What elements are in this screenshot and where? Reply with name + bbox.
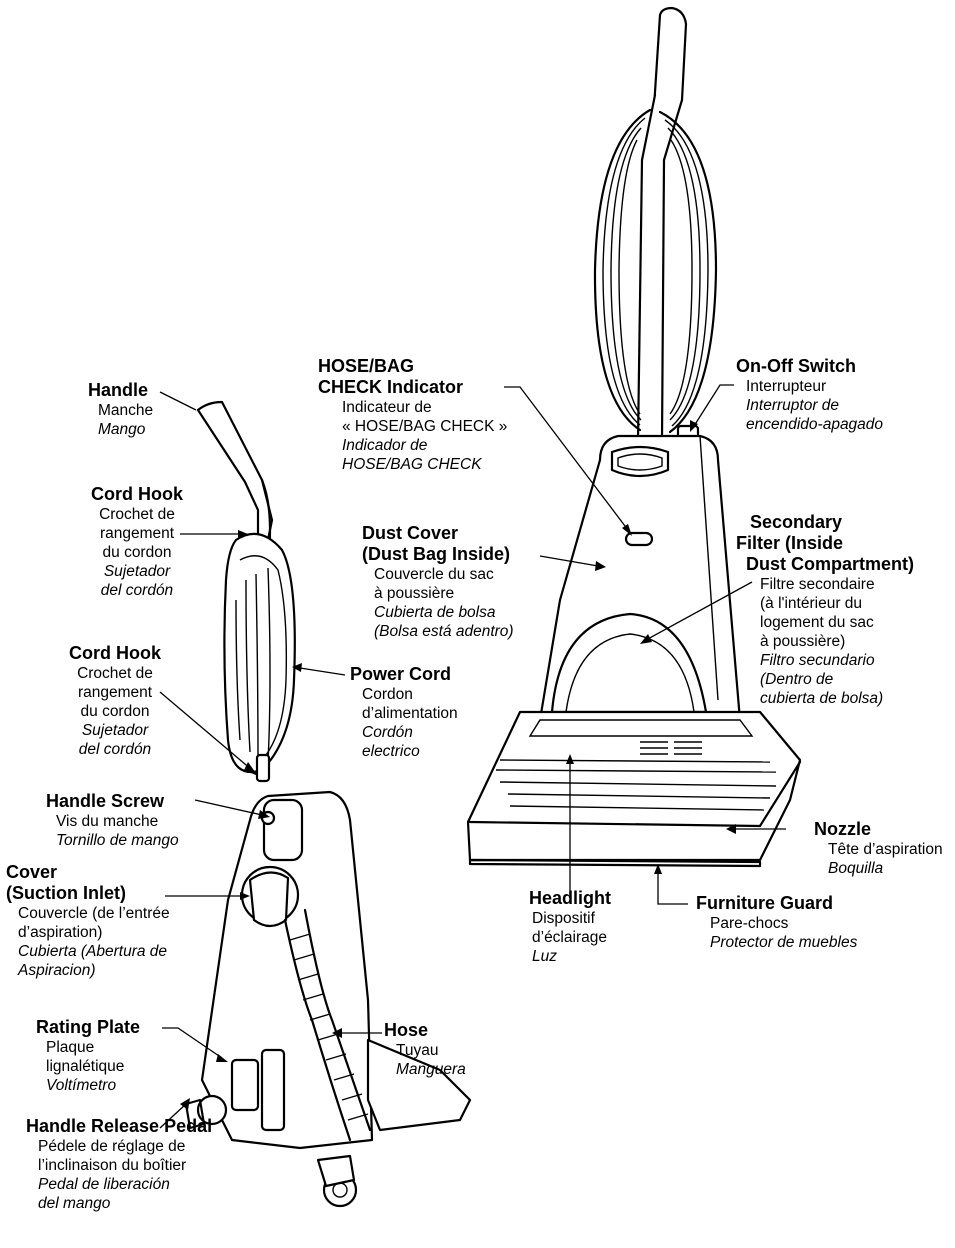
label-spanish: Sujetador [50, 721, 180, 740]
label-spanish: Boquilla [790, 859, 943, 878]
label-title: Nozzle [790, 819, 943, 840]
label-french: d’alimentation [350, 704, 458, 723]
label-title: Cover [6, 862, 170, 883]
label-title: Power Cord [350, 664, 458, 685]
label-french: « HOSE/BAG CHECK » [318, 417, 507, 436]
label-furniture-guard: Furniture Guard Pare-chocs Protector de … [696, 893, 857, 952]
label-title: CHECK Indicator [318, 377, 507, 398]
label-spanish: Tornillo de mango [46, 831, 179, 850]
label-spanish: Cubierta de bolsa [362, 603, 514, 622]
label-french: (à l'intérieur du [748, 594, 914, 613]
label-french: Crochet de [50, 664, 180, 683]
label-french: à poussière) [748, 632, 914, 651]
label-rating-plate: Rating Plate Plaque lignalétique Voltíme… [36, 1017, 140, 1095]
label-spanish: encendido-apagado [736, 415, 883, 434]
label-title: Handle Screw [46, 791, 179, 812]
label-spanish: Mango [88, 420, 153, 439]
label-french: Dispositif [510, 909, 630, 928]
label-spanish: Pedal de liberación [26, 1175, 212, 1194]
label-french: Plaque [36, 1038, 140, 1057]
label-spanish: del mango [26, 1194, 212, 1213]
label-title: Handle Release Pedal [26, 1116, 212, 1137]
label-french: rangement [50, 683, 180, 702]
label-title: Furniture Guard [696, 893, 857, 914]
label-spanish: Luz [510, 947, 630, 966]
label-nozzle: Nozzle Tête d’aspiration Boquilla [790, 819, 943, 878]
label-french: Vis du manche [46, 812, 179, 831]
label-french: Manche [88, 401, 153, 420]
label-french: Tuyau [384, 1041, 466, 1060]
label-cover: Cover (Suction Inlet) Couvercle (de l’en… [6, 862, 170, 980]
label-french: du cordon [50, 702, 180, 721]
label-french: Pédele de réglage de [26, 1137, 212, 1156]
label-handle: Handle Manche Mango [88, 380, 153, 439]
label-french: Crochet de [72, 505, 202, 524]
label-dust-cover: Dust Cover (Dust Bag Inside) Couvercle d… [362, 523, 514, 641]
label-hose-bag-check-indicator: HOSE/BAG CHECK Indicator Indicateur de «… [318, 356, 507, 474]
label-french: Interrupteur [736, 377, 883, 396]
label-french: Indicateur de [318, 398, 507, 417]
label-french: Cordon [350, 685, 458, 704]
label-french: l’inclinaison du boîtier [26, 1156, 212, 1175]
label-title: Cord Hook [50, 643, 180, 664]
label-title: Handle [88, 380, 153, 401]
label-handle-release-pedal: Handle Release Pedal Pédele de réglage d… [26, 1116, 212, 1213]
label-title: HOSE/BAG [318, 356, 507, 377]
front-vacuum-drawing [468, 8, 800, 866]
label-title: (Suction Inlet) [6, 883, 170, 904]
label-spanish: HOSE/BAG CHECK [318, 455, 507, 474]
label-spanish: Cubierta (Abertura de [6, 942, 170, 961]
label-cord-hook-upper: Cord Hook Crochet de rangement du cordon… [72, 484, 202, 600]
label-french: d’aspiration) [6, 923, 170, 942]
label-spanish: Cordón [350, 723, 458, 742]
label-headlight: Headlight Dispositif d’éclairage Luz [510, 888, 630, 966]
label-spanish: Voltímetro [36, 1076, 140, 1095]
label-spanish: del cordón [50, 740, 180, 759]
label-spanish: Interruptor de [736, 396, 883, 415]
label-power-cord: Power Cord Cordon d’alimentation Cordón … [350, 664, 458, 761]
label-french: Couvercle du sac [362, 565, 514, 584]
label-french: d’éclairage [510, 928, 630, 947]
label-french: logement du sac [748, 613, 914, 632]
label-title: Secondary [748, 512, 914, 533]
label-cord-hook-lower: Cord Hook Crochet de rangement du cordon… [50, 643, 180, 759]
label-spanish: electrico [350, 742, 458, 761]
label-spanish: Sujetador [72, 562, 202, 581]
label-french: Tête d’aspiration [790, 840, 943, 859]
label-french: Couvercle (de l’entrée [6, 904, 170, 923]
label-french: du cordon [72, 543, 202, 562]
label-secondary-filter: Secondary Filter (Inside Dust Compartmen… [748, 512, 914, 708]
label-title: Dust Cover [362, 523, 514, 544]
label-spanish: Filtro secundario [748, 651, 914, 670]
label-spanish: del cordón [72, 581, 202, 600]
label-title: Headlight [510, 888, 630, 909]
label-title: Filter (Inside [736, 533, 914, 554]
label-title: Hose [384, 1020, 466, 1041]
label-spanish: (Bolsa está adentro) [362, 622, 514, 641]
label-title: Cord Hook [72, 484, 202, 505]
label-title: Rating Plate [36, 1017, 140, 1038]
label-french: Pare-chocs [696, 914, 857, 933]
label-title: On-Off Switch [736, 356, 883, 377]
label-spanish: (Dentro de [748, 670, 914, 689]
label-handle-screw: Handle Screw Vis du manche Tornillo de m… [46, 791, 179, 850]
label-on-off-switch: On-Off Switch Interrupteur Interruptor d… [736, 356, 883, 434]
label-french: à poussière [362, 584, 514, 603]
label-spanish: Aspiracion) [6, 961, 170, 980]
label-title: (Dust Bag Inside) [362, 544, 514, 565]
label-spanish: Manguera [384, 1060, 466, 1079]
label-spanish: cubierta de bolsa) [748, 689, 914, 708]
label-french: lignalétique [36, 1057, 140, 1076]
label-spanish: Indicador de [318, 436, 507, 455]
label-french: rangement [72, 524, 202, 543]
label-hose: Hose Tuyau Manguera [384, 1020, 466, 1079]
label-french: Filtre secondaire [748, 575, 914, 594]
label-spanish: Protector de muebles [696, 933, 857, 952]
label-title: Dust Compartment) [746, 554, 914, 575]
